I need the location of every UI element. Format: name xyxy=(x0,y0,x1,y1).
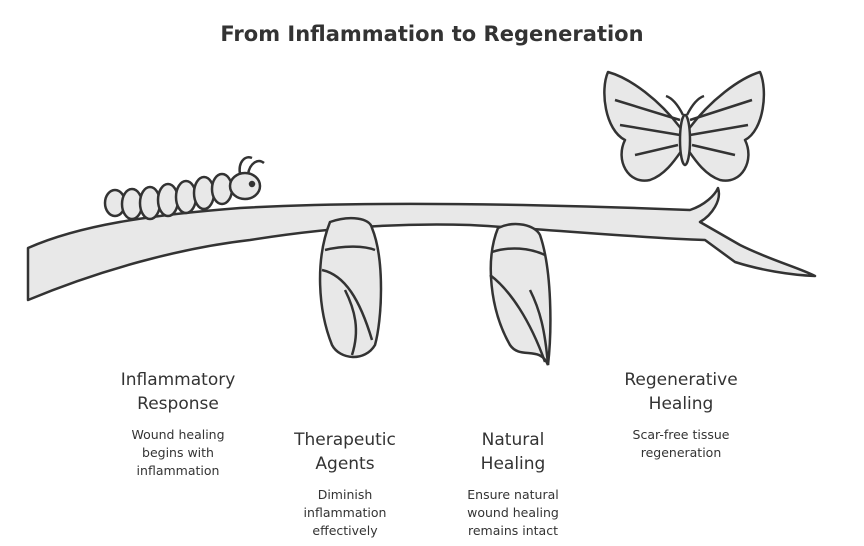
stage-heading: Regenerative xyxy=(624,370,738,390)
stage-heading: Healing xyxy=(648,394,714,414)
chrysalis-open-icon xyxy=(489,222,552,366)
diagram-title: From Inflammation to Regeneration xyxy=(220,22,644,46)
stage-description: Scar-free tissue xyxy=(632,427,730,442)
stage-description: inflammation xyxy=(136,463,220,478)
stage-description: Ensure natural xyxy=(467,487,559,502)
stage-heading: Agents xyxy=(315,454,375,474)
stage-heading: Therapeutic xyxy=(294,430,396,450)
stage-heading: Natural xyxy=(481,430,545,450)
chrysalis-icon xyxy=(318,216,383,359)
caterpillar-icon xyxy=(103,156,265,221)
stage-heading: Inflammatory xyxy=(120,370,236,390)
stage-description: Diminish xyxy=(317,487,373,502)
stage-description: begins with xyxy=(142,445,214,460)
stage-description: inflammation xyxy=(303,505,387,520)
stage-description: effectively xyxy=(312,523,378,538)
stage-heading: Healing xyxy=(480,454,546,474)
stage-description: Wound healing xyxy=(131,427,225,442)
butterfly-icon xyxy=(603,70,766,182)
stage-description: regeneration xyxy=(640,445,722,460)
stage-heading: Response xyxy=(137,394,219,414)
branch xyxy=(26,186,817,302)
stage-description: remains intact xyxy=(467,523,558,538)
stage-description: wound healing xyxy=(467,505,559,520)
